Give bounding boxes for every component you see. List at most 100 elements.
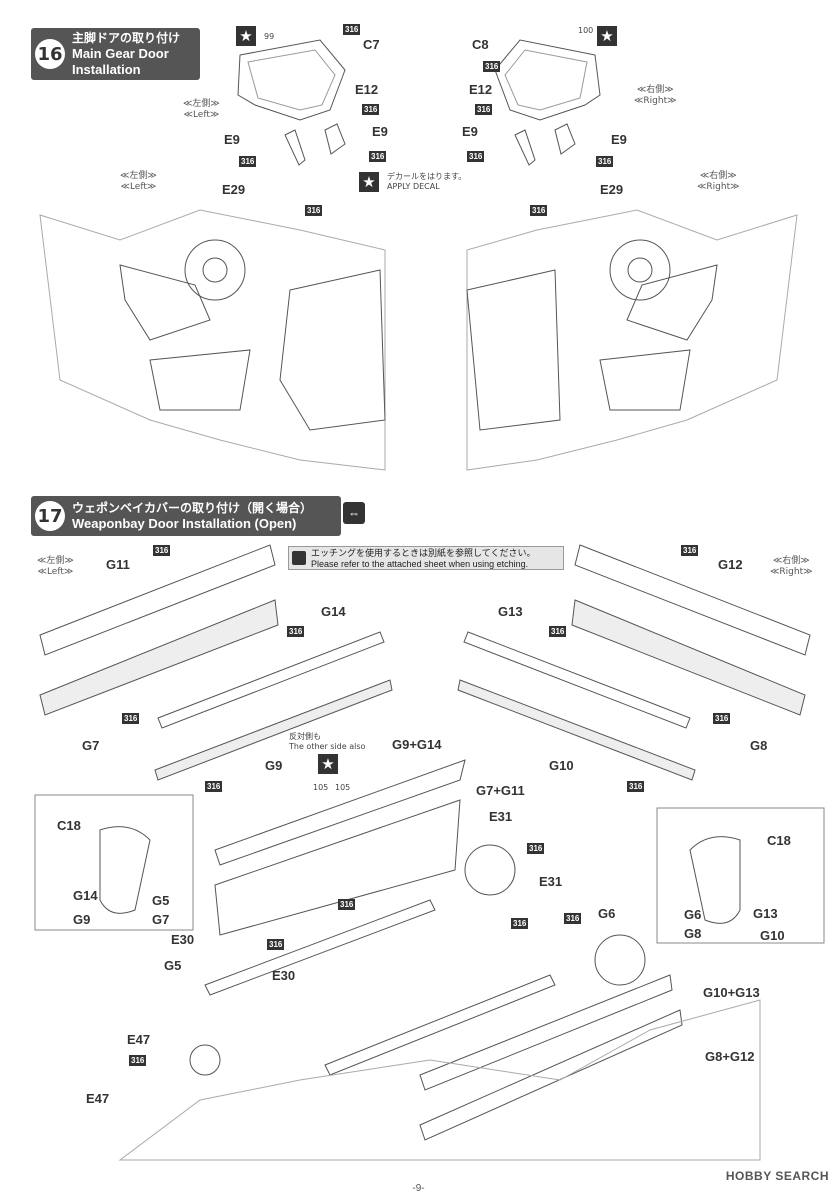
- part-g14-label: G14: [73, 888, 98, 903]
- brand-watermark: HOBBY SEARCH: [725, 1169, 829, 1183]
- paint-code-316: 316: [122, 713, 140, 724]
- side-right-en: ≪Right≫: [634, 96, 677, 106]
- star-icon: ★: [597, 26, 617, 46]
- part-g11-label: G11: [106, 557, 130, 572]
- paint-code-316: 316: [511, 918, 529, 929]
- part-g12-label: G12: [718, 557, 743, 572]
- other-side-note-jp: 反対側も: [289, 732, 321, 741]
- side-right-jp: ≪右側≫: [699, 171, 737, 181]
- part-c18-label: C18: [57, 818, 81, 833]
- decal-number-99: 99: [264, 32, 275, 41]
- paint-code-316: 316: [467, 151, 485, 162]
- part-g7-label: G7: [152, 912, 170, 927]
- step-17-title-jp: ウェポンベイカバーの取り付け（開く場合）: [72, 501, 313, 515]
- part-e30-label: E30: [171, 932, 195, 947]
- step-16-title-en-1: Main Gear Door: [72, 46, 169, 61]
- paint-code-316: 316: [475, 104, 493, 115]
- side-right-jp: ≪右側≫: [636, 85, 674, 95]
- side-left-label: ≪左側≫ ≪Left≫: [120, 171, 157, 193]
- part-g5-label: G5: [152, 893, 170, 908]
- paint-code-316: 316: [362, 104, 380, 115]
- paint-code-316: 316: [483, 61, 501, 72]
- side-right-en: ≪Right≫: [770, 567, 813, 577]
- paint-code-316: 316: [527, 843, 545, 854]
- step-16-header: 16 主脚ドアの取り付け Main Gear Door Installation: [31, 28, 200, 80]
- part-e31-label: E31: [489, 809, 513, 824]
- part-e12-left-label: E12: [355, 82, 379, 97]
- part-e29-right-label: E29: [600, 182, 624, 197]
- side-left-en: ≪Left≫: [120, 182, 157, 192]
- part-g10-g13-label: G10+G13: [703, 985, 760, 1000]
- decal-number-105: 105: [313, 783, 329, 792]
- decal-number-105: 105: [335, 783, 351, 792]
- decal-note-en: APPLY DECAL: [387, 182, 440, 191]
- step-16-title: 主脚ドアの取り付け Main Gear Door Installation: [72, 30, 180, 78]
- side-right-en: ≪Right≫: [697, 182, 740, 192]
- paint-code-316: 316: [267, 939, 285, 950]
- paint-code-316: 316: [287, 626, 305, 637]
- paint-code-316: 316: [564, 913, 582, 924]
- paint-code-316: 316: [338, 899, 356, 910]
- step-17-number: 17: [35, 501, 65, 531]
- other-side-note: 反対側も The other side also: [289, 732, 365, 752]
- decal-note: デカールをはります。 APPLY DECAL: [387, 172, 466, 192]
- etching-note: エッチングを使用するときは別紙を参照してください。 Please refer t…: [288, 546, 564, 570]
- part-c18-label: C18: [767, 833, 791, 848]
- paint-code-316: 316: [239, 156, 257, 167]
- side-left-label: ≪左側≫ ≪Left≫: [37, 556, 74, 578]
- part-e9-label: E9: [224, 132, 240, 147]
- part-g14-label: G14: [321, 604, 346, 619]
- pencil-icon: [292, 551, 306, 565]
- paint-code-316: 316: [205, 781, 223, 792]
- side-right-label: ≪右側≫ ≪Right≫: [770, 556, 813, 578]
- part-g7-g11-label: G7+G11: [476, 783, 525, 798]
- paint-code-316: 316: [530, 205, 548, 216]
- part-g5-label: G5: [164, 958, 182, 973]
- paint-code-316: 316: [596, 156, 614, 167]
- step-16-title-jp: 主脚ドアの取り付け: [72, 31, 181, 45]
- part-c7-label: C7: [363, 37, 380, 52]
- paint-code-316: 316: [549, 626, 567, 637]
- part-c8-label: C8: [472, 37, 489, 52]
- step-16-number: 16: [35, 39, 65, 69]
- part-e12-right-label: E12: [469, 82, 493, 97]
- step-17-title-en: Weaponbay Door Installation (Open): [72, 516, 297, 531]
- side-left-jp: ≪左側≫: [183, 99, 220, 109]
- side-right-label: ≪右側≫ ≪Right≫: [634, 85, 677, 107]
- paint-code-316: 316: [343, 24, 361, 35]
- side-left-jp: ≪左側≫: [120, 171, 157, 181]
- part-g9-g14-label: G9+G14: [392, 737, 442, 752]
- paint-code-316: 316: [627, 781, 645, 792]
- step-17-header: 17 ウェポンベイカバーの取り付け（開く場合） Weaponbay Door I…: [31, 496, 341, 536]
- paint-code-316: 316: [129, 1055, 147, 1066]
- part-g8-g12-label: G8+G12: [705, 1049, 755, 1064]
- side-left-en: ≪Left≫: [183, 110, 220, 120]
- side-right-jp: ≪右側≫: [772, 556, 810, 566]
- part-e9-label: E9: [611, 132, 627, 147]
- part-g6-label: G6: [598, 906, 616, 921]
- decal-number-100: 100: [578, 26, 594, 35]
- etching-note-jp: エッチングを使用するときは別紙を参照してください。: [311, 548, 536, 558]
- page-number: -9-: [412, 1183, 425, 1194]
- side-left-en: ≪Left≫: [37, 567, 74, 577]
- part-g6-label: G6: [684, 907, 702, 922]
- part-g10-label: G10: [760, 928, 785, 943]
- other-side-note-en: The other side also: [289, 742, 366, 751]
- part-g8-label: G8: [750, 738, 768, 753]
- part-e9-label: E9: [372, 124, 388, 139]
- decal-note-jp: デカールをはります。: [387, 172, 467, 181]
- part-e29-left-label: E29: [222, 182, 246, 197]
- paint-code-316: 316: [153, 545, 171, 556]
- part-g9-label: G9: [73, 912, 91, 927]
- paint-code-316: 316: [369, 151, 387, 162]
- star-icon: ★: [318, 754, 338, 774]
- part-g9-label: G9: [265, 758, 283, 773]
- step-17-title: ウェポンベイカバーの取り付け（開く場合） Weaponbay Door Inst…: [72, 500, 312, 532]
- side-left-label: ≪左側≫ ≪Left≫: [183, 99, 220, 121]
- side-left-jp: ≪左側≫: [37, 556, 74, 566]
- part-g7-label: G7: [82, 738, 100, 753]
- part-g10-label: G10: [549, 758, 574, 773]
- part-g8-label: G8: [684, 926, 702, 941]
- paint-code-316: 316: [713, 713, 731, 724]
